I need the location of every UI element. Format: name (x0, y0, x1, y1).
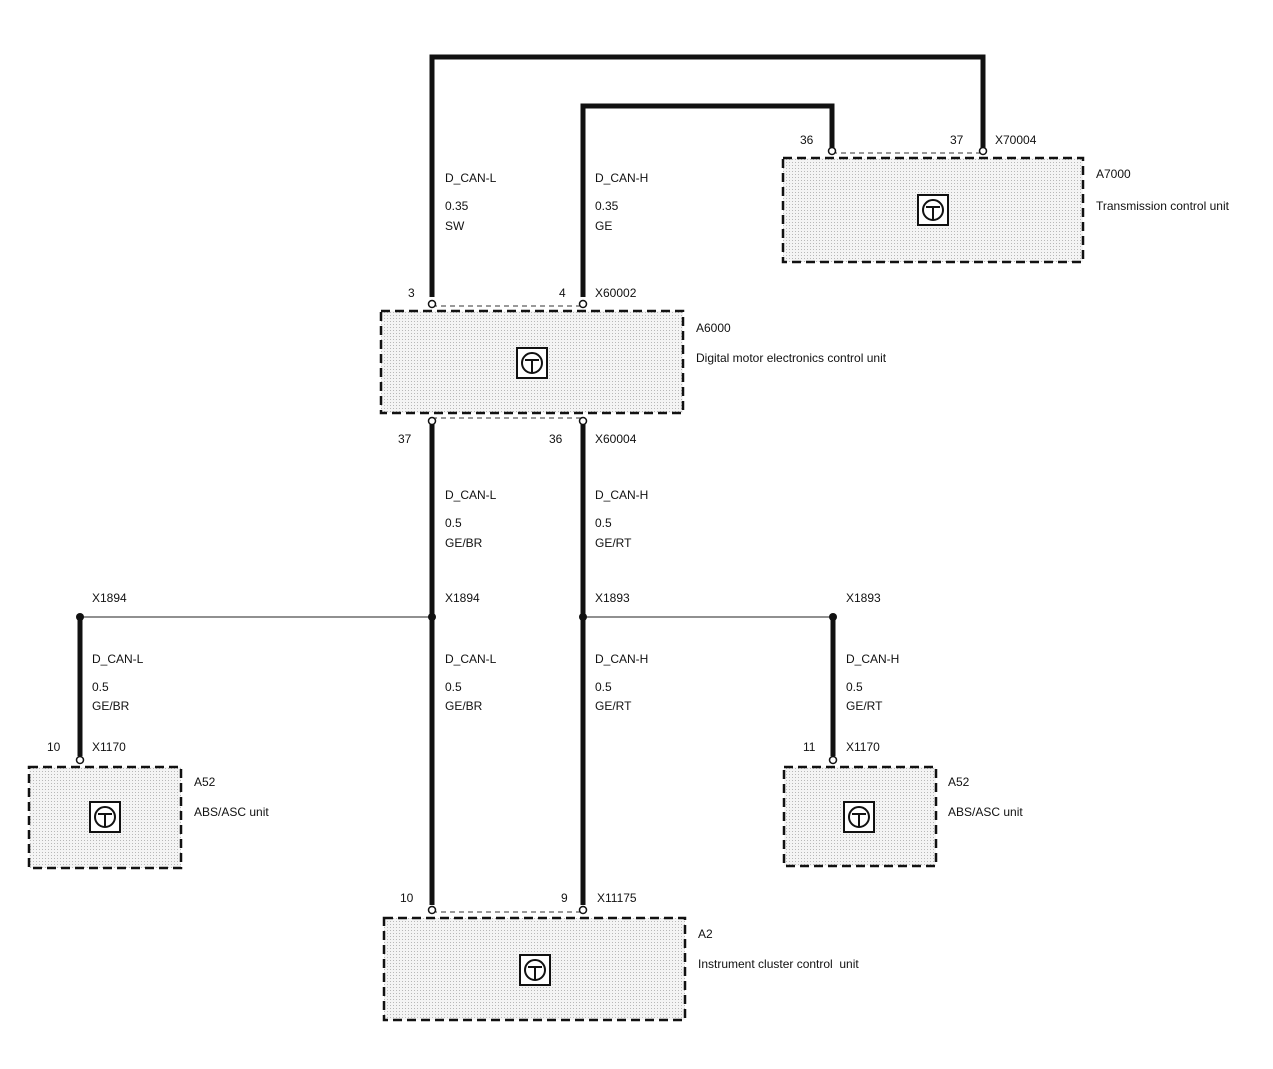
wire-signal-label: D_CAN-L (445, 652, 497, 666)
pin-number: 3 (408, 286, 415, 300)
pin-terminal (427, 299, 437, 309)
wire-color-label: GE/RT (595, 699, 632, 713)
pin-terminal (578, 905, 588, 915)
wire-color-label: GE/RT (846, 699, 883, 713)
pin-number: 36 (800, 133, 814, 147)
splice-point-x1893 (579, 613, 587, 621)
module-id: A2 (698, 927, 713, 941)
wire-gauge-label: 0.35 (445, 199, 469, 213)
module-a6000 (379, 305, 685, 419)
module-name: ABS/ASC unit (194, 805, 269, 819)
module-name: Transmission control unit (1096, 199, 1230, 213)
module-name: ABS/ASC unit (948, 805, 1023, 819)
pin-terminal (427, 905, 437, 915)
pin-number: 36 (549, 432, 563, 446)
wire-gauge-label: 0.5 (445, 516, 462, 530)
connector-id: X60004 (595, 432, 637, 446)
pin-number: 4 (559, 286, 566, 300)
pin-terminal (828, 755, 838, 765)
pin-terminal (427, 416, 437, 426)
module-id: A52 (948, 775, 970, 789)
splice-id: X1894 (445, 591, 480, 605)
wire-signal-label: D_CAN-L (92, 652, 144, 666)
splice-id: X1893 (846, 591, 881, 605)
control-unit-icon (519, 954, 551, 986)
wire-color-label: GE (595, 219, 612, 233)
pin-number: 37 (950, 133, 964, 147)
control-unit-icon (89, 801, 121, 833)
wire-signal-label: D_CAN-H (595, 171, 648, 185)
pin-terminal (578, 416, 588, 426)
wire-a7000-36-to-a6000-4 (580, 103, 835, 297)
connector-id: X1170 (92, 740, 126, 754)
splice-point-x1893-right (829, 613, 837, 621)
wire-signal-label: D_CAN-L (445, 171, 497, 185)
pin-terminal (75, 755, 85, 765)
pin-number: 37 (398, 432, 412, 446)
pin-terminals (75, 146, 988, 915)
module-a2 (382, 911, 687, 1022)
module-id: A6000 (696, 321, 731, 335)
splice-id: X1893 (595, 591, 630, 605)
wire-signal-label: D_CAN-L (445, 488, 497, 502)
control-unit-icon (843, 801, 875, 833)
pin-number: 10 (47, 740, 61, 754)
wire-signal-label: D_CAN-H (595, 652, 648, 666)
connector-id: X1170 (846, 740, 880, 754)
pin-number: 10 (400, 891, 414, 905)
connector-id: X60002 (595, 286, 637, 300)
module-name: Digital motor electronics control unit (696, 351, 887, 365)
module-a52-left (27, 765, 183, 870)
wire-gauge-label: 0.5 (595, 516, 612, 530)
pin-number: 9 (561, 891, 568, 905)
pin-number: 11 (803, 740, 816, 754)
splice-point-x1894 (428, 613, 436, 621)
module-id: A7000 (1096, 167, 1131, 181)
wire-gauge-label: 0.5 (595, 680, 612, 694)
pin-terminal (978, 146, 988, 156)
module-id: A52 (194, 775, 216, 789)
wire-gauge-label: 0.5 (92, 680, 109, 694)
connector-id: X11175 (597, 891, 637, 905)
wire-gauge-label: 0.5 (445, 680, 462, 694)
module-name: Instrument cluster control unit (698, 957, 859, 971)
control-unit-icon (917, 194, 949, 226)
pin-terminal (578, 299, 588, 309)
pin-terminal (827, 146, 837, 156)
wire-gauge-label: 0.5 (846, 680, 863, 694)
splice-id: X1894 (92, 591, 127, 605)
splice-point-x1894-left (76, 613, 84, 621)
wire-signal-label: D_CAN-H (846, 652, 899, 666)
wire-a7000-37-to-a6000-3 (429, 54, 986, 297)
wire-gauge-label: 0.35 (595, 199, 619, 213)
connector-id: X70004 (995, 133, 1037, 147)
wire-color-label: SW (445, 219, 465, 233)
wire-color-label: GE/RT (595, 536, 632, 550)
wire-color-label: GE/BR (445, 699, 483, 713)
control-unit-icon (516, 347, 548, 379)
wire-color-label: GE/BR (92, 699, 130, 713)
wire-color-label: GE/BR (445, 536, 483, 550)
wire-signal-label: D_CAN-H (595, 488, 648, 502)
module-a7000 (781, 152, 1085, 264)
module-a52-right (782, 765, 938, 868)
